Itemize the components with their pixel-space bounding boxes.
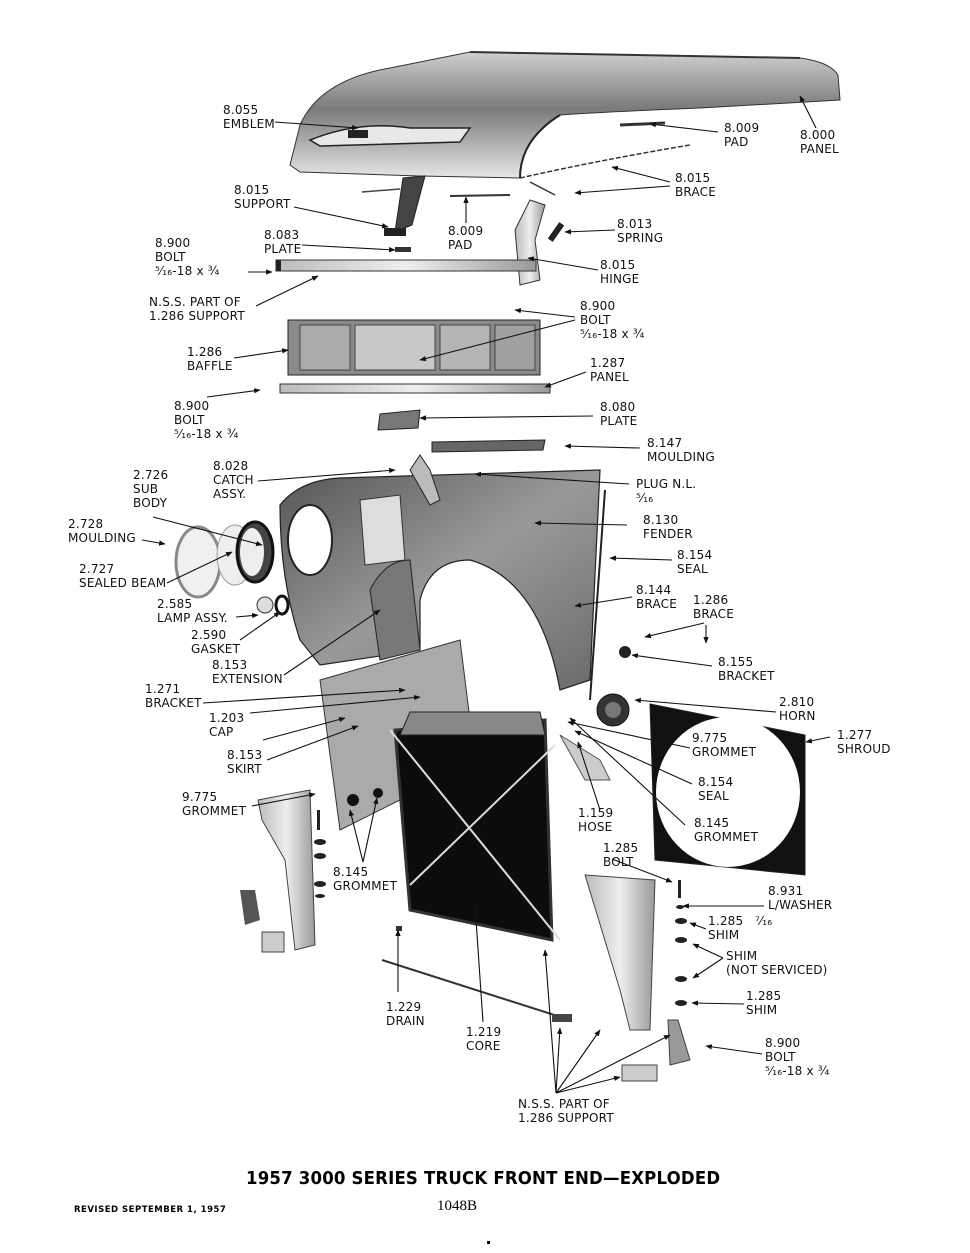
leader-lines: [141, 95, 831, 1094]
page-title: 1957 3000 SERIES TRUCK FRONT END—EXPLODE…: [246, 1168, 721, 1189]
callout-shim-ns: SHIM(NOT SERVICED): [726, 949, 828, 977]
fender-drawing: [279, 454, 606, 701]
support-brackets-drawing: [240, 789, 691, 1082]
baffle-drawing: [279, 319, 551, 453]
page-dot: [487, 1241, 490, 1244]
page-number: 1048B: [437, 1198, 478, 1214]
callout-lwasher-size: ⁷⁄₁₆: [755, 914, 773, 928]
callout-plug: PLUG N.L.⁵⁄₁₆: [636, 477, 697, 505]
revised-date: REVISED SEPTEMBER 1, 1957: [74, 1205, 227, 1215]
hood-hardware-drawing: [275, 121, 691, 286]
hood-panel-drawing: [289, 51, 841, 179]
radiator-assembly-drawing: [319, 639, 806, 1022]
